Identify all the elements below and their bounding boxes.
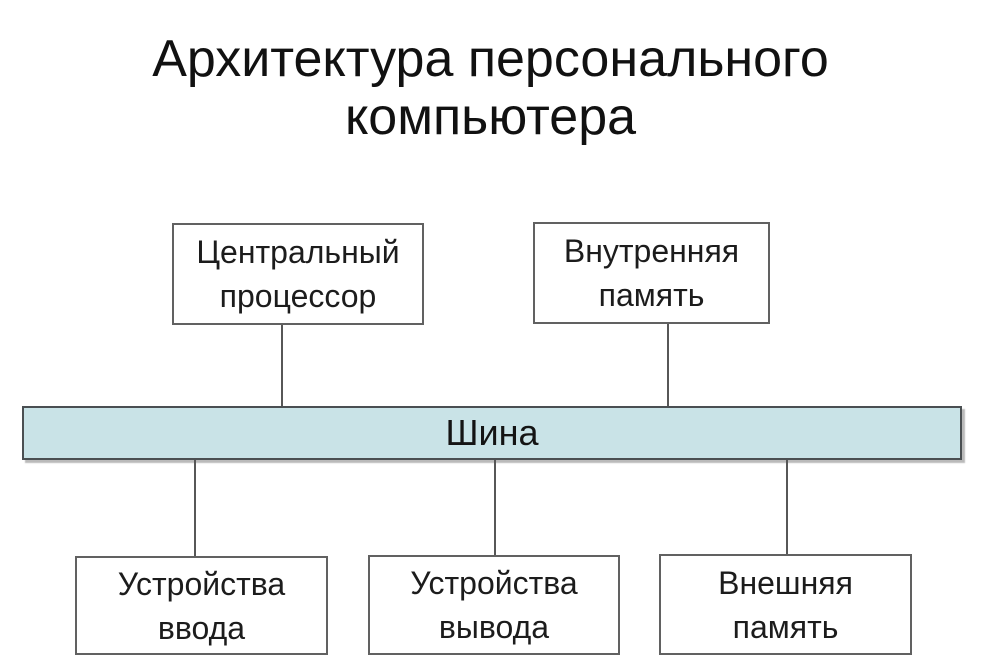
connector-line-bus-input-devices	[194, 460, 196, 556]
cpu-box-label: Центральный процессор	[196, 234, 400, 314]
bus-bar: Шина	[22, 406, 962, 460]
external-memory-box: Внешняя память	[659, 554, 912, 655]
diagram-title-line2: компьютера	[344, 88, 637, 146]
bus-bar-label: Шина	[445, 412, 539, 453]
diagram-title: Архитектура персонального компьютера	[0, 30, 981, 146]
connector-line-internal-memory-bus	[667, 324, 669, 406]
cpu-box: Центральный процессор	[172, 223, 424, 325]
output-devices-box: Устройства вывода	[368, 555, 620, 655]
input-devices-box: Устройства ввода	[75, 556, 328, 655]
external-memory-box-label: Внешняя память	[718, 564, 853, 645]
input-devices-box-label: Устройства ввода	[117, 565, 286, 646]
internal-memory-box: Внутренняя память	[533, 222, 770, 324]
output-devices-box-label: Устройства вывода	[410, 565, 578, 645]
connector-line-cpu-bus	[281, 325, 283, 406]
connector-line-bus-output-devices	[494, 460, 496, 555]
internal-memory-box-label: Внутренняя память	[563, 233, 740, 313]
diagram-title-line1: Архитектура персонального	[152, 30, 829, 88]
connector-line-bus-external-memory	[786, 460, 788, 554]
